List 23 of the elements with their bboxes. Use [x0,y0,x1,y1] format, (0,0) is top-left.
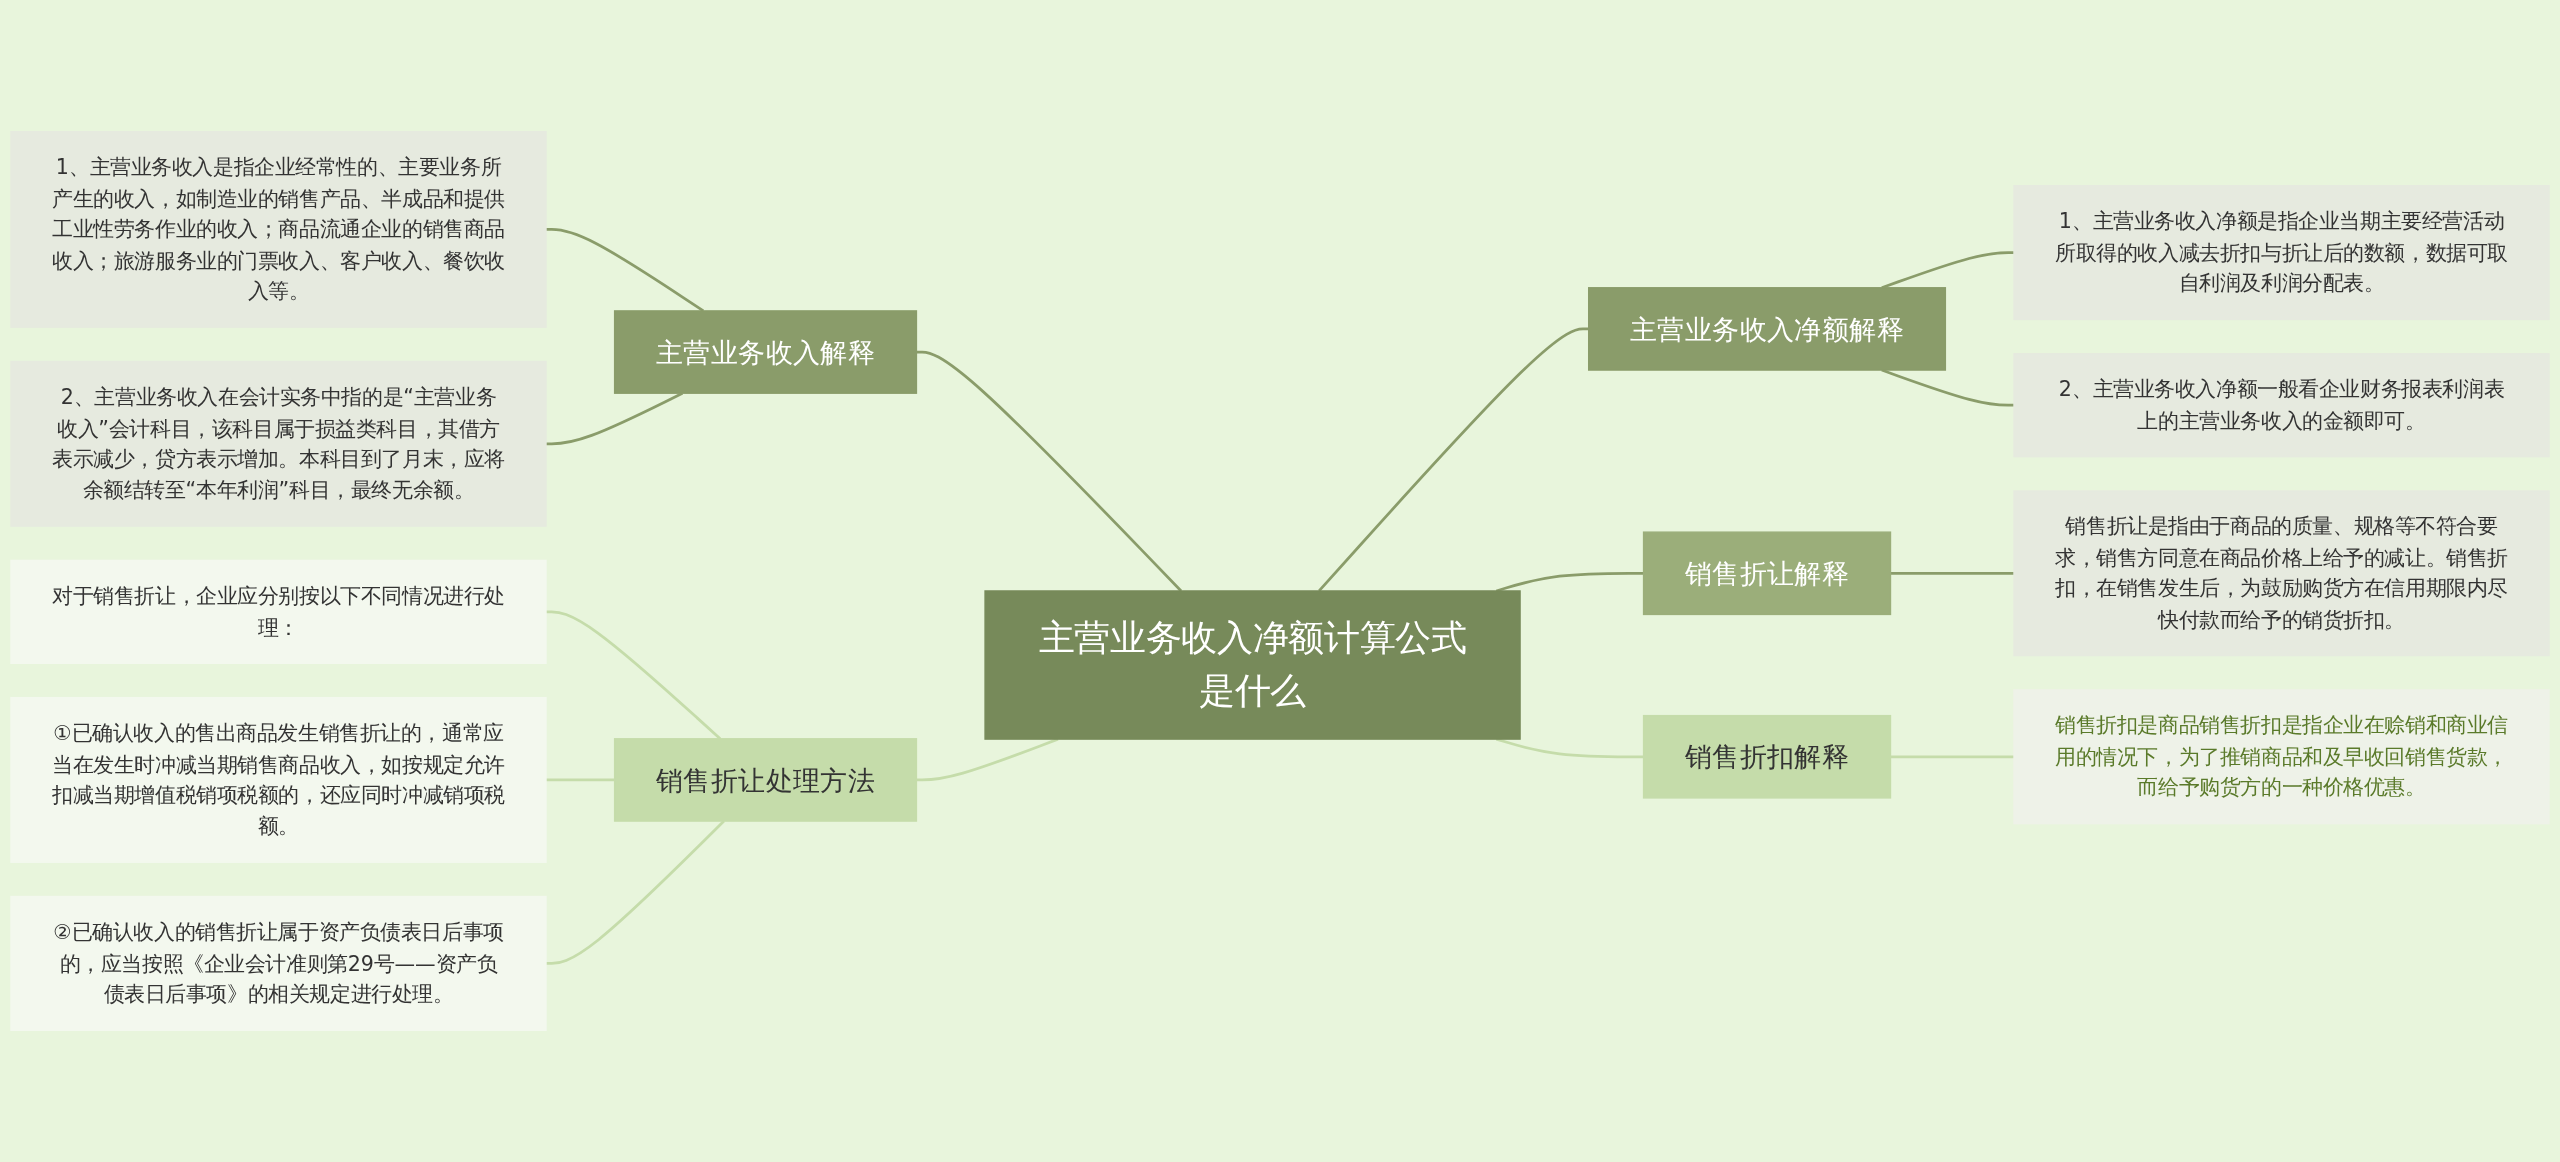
node-box: 主营业务收入净额计算公式是什么 [984,590,1521,740]
connector [1318,327,1589,592]
node-box: 主营业务收入解释 [613,310,918,394]
node-box: ②已确认收入的销售折让属于资产负债表日后事项的，应当按照《企业会计准则第29号——资产负债表日后事项》的相关规定进行处理。 [10,895,547,1031]
node-box: 2、主营业务收入净额一般看企业财务报表利润表上的主营业务收入的金额即可。 [2013,353,2550,458]
node-box: 销售折让解释 [1642,531,1892,616]
node-box: 销售折让处理方法 [613,738,918,822]
node-box: 销售折扣解释 [1642,714,1892,799]
node-box: ①已确认收入的售出商品发生销售折让的，通常应当在发生时冲减当期销售商品收入，如按规定允许扣减当期增值税销项税额的，还应同时冲减销项税额。 [10,696,547,863]
node-box: 1、主营业务收入净额是指企业当期主要经营活动所取得的收入减去折扣与折让后的数额，数据可取自利润及利润分配表。 [2013,185,2550,321]
connector [1890,755,2014,759]
node-box: 对于销售折让，企业应分别按以下不同情况进行处理： [10,559,547,664]
node-box: 销售折让是指由于商品的质量、规格等不符合要求，销售方同意在商品价格上给予的减让。销售折扣，在销售发生后，为鼓励购货方在信用期限内尽快付款而给予的销货折扣。 [2013,490,2550,657]
node-box: 销售折扣是商品销售折扣是指企业在赊销和商业信用的情况下，为了推销商品和及早收回销售货款，而给予购货方的一种价格优惠。 [2013,689,2550,825]
node-box: 主营业务收入净额解释 [1588,287,1947,371]
connector [546,820,725,965]
connector [1890,571,2014,575]
connector [916,350,1183,592]
connector [546,610,722,740]
connector [546,392,684,446]
node-box: 2、主营业务收入在会计实务中指的是“主营业务收入”会计科目，该科目属于损益类科目，其借方表示减少，贷方表示增加。本科目到了月末，应将余额结转至“本年利润”科目，最终无余额。 [10,360,547,527]
connector [546,778,615,782]
node-box: 1、主营业务收入是指企业经常性的、主要业务所产生的收入，如制造业的销售产品、半成品和提供工业性劳务作业的收入；商品流通企业的销售商品收入；旅游服务业的门票收入、客户收入、餐饮收入等。 [10,131,547,328]
